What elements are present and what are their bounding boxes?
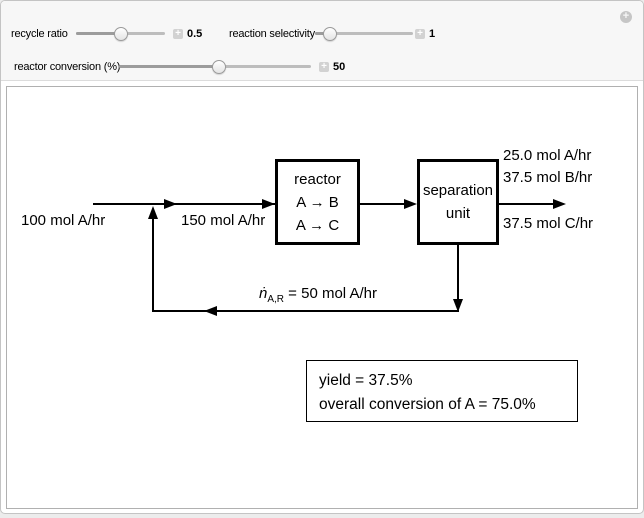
recycle-up-line: [152, 217, 154, 312]
expand-controls-plus-icon[interactable]: [620, 11, 632, 23]
recycle-ratio-label: recycle ratio: [11, 28, 68, 40]
recycle-bottom-line: [153, 310, 459, 312]
reactor-reaction-2: A → C: [295, 216, 340, 234]
recycle-up-arrowhead-icon: [148, 206, 158, 219]
reactor-conversion-label: reactor conversion (%): [14, 61, 121, 73]
slider-track[interactable]: [315, 32, 413, 35]
feed-stream-line: [93, 203, 275, 205]
product-c-label: 37.5 mol C/hr: [503, 215, 594, 232]
diagram-panel: 100 mol A/hr 150 mol A/hr reactor A → B …: [6, 86, 638, 509]
reactor-outlet-line: [360, 203, 404, 205]
slider-thumb[interactable]: [323, 27, 338, 41]
reactor-conversion-value: 50: [333, 61, 346, 73]
reaction-selectivity-stepper-plus-icon[interactable]: [415, 29, 425, 39]
reactor-reaction-1: A → B: [296, 193, 339, 211]
product-b-label: 37.5 mol B/hr: [503, 169, 593, 186]
slider-fill: [76, 32, 121, 35]
recycle-down-line: [457, 245, 459, 301]
separation-unit-line2: unit: [445, 205, 471, 222]
product-a-label: 25.0 mol A/hr: [503, 147, 592, 164]
recycle-down-arrowhead-icon: [453, 299, 463, 312]
separator-inlet-arrowhead-icon: [404, 199, 417, 209]
reactor-conversion-slider[interactable]: [119, 60, 311, 74]
reaction-selectivity-value: 1: [429, 28, 436, 40]
reactor-inlet-arrowhead-icon: [262, 199, 275, 209]
slider-thumb[interactable]: [211, 60, 226, 74]
recycle-flow-variable: ṅ: [259, 285, 268, 302]
recycle-ratio-value: 0.5: [187, 28, 203, 40]
overall-conversion-result: overall conversion of A = 75.0%: [319, 396, 536, 413]
reactor-inlet-stream-label: 150 mol A/hr: [181, 212, 266, 229]
separation-unit-box: separation unit: [417, 159, 499, 245]
separation-unit-line1: separation: [422, 182, 494, 199]
reactor-conversion-stepper-plus-icon[interactable]: [319, 62, 329, 72]
slider-thumb[interactable]: [113, 27, 128, 41]
reaction-selectivity-slider[interactable]: [315, 27, 413, 41]
yield-result: yield = 37.5%: [319, 372, 413, 389]
control-bar: recycle ratio 0.5 reaction selectivity 1…: [1, 1, 643, 81]
reactor-box: reactor A → B A → C: [275, 159, 360, 245]
feed-stream-label: 100 mol A/hr: [21, 212, 106, 229]
slider-fill: [315, 32, 331, 35]
product-stream-line: [499, 203, 553, 205]
recycle-left-arrowhead-icon: [204, 306, 217, 316]
reaction-selectivity-label: reaction selectivity: [229, 28, 315, 40]
reactor-title: reactor: [294, 170, 341, 188]
recycle-ratio-stepper-plus-icon[interactable]: [173, 29, 183, 39]
feed-arrowhead-icon: [164, 199, 177, 209]
recycle-flow-subscript: A,R: [267, 294, 285, 305]
slider-fill: [119, 65, 219, 68]
recycle-flow-value: = 50 mol A/hr: [284, 285, 377, 302]
recycle-ratio-slider[interactable]: [76, 27, 165, 41]
product-arrowhead-icon: [553, 199, 566, 209]
recycle-stream-label: ṅA,R = 50 mol A/hr: [259, 285, 377, 305]
results-box: yield = 37.5% overall conversion of A = …: [306, 360, 578, 422]
